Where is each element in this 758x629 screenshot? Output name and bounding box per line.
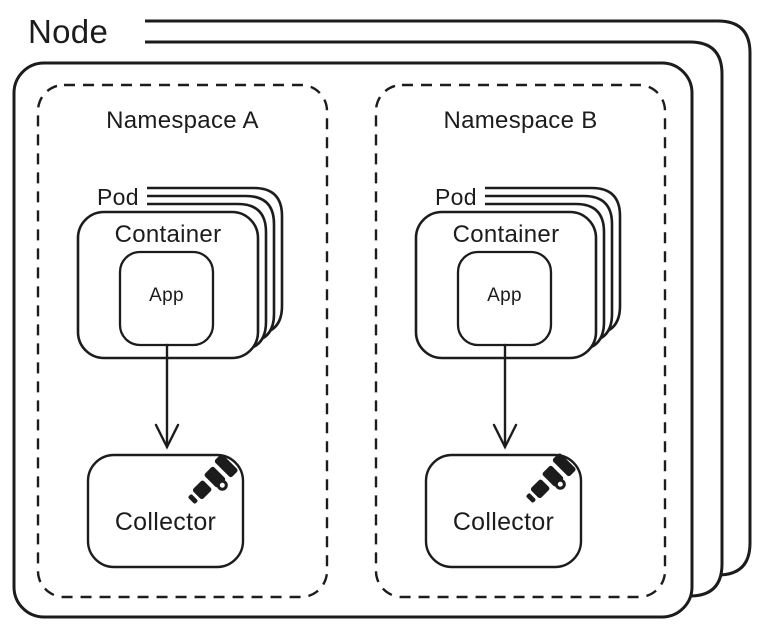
arrow-b: [492, 343, 518, 450]
node-label: Node: [28, 13, 109, 50]
collector-b-label: Collector: [452, 508, 555, 536]
namespace-b-box: [374, 83, 667, 599]
container-a-label: Container: [114, 221, 222, 248]
app-b-label: App: [487, 285, 522, 306]
app-a-label: App: [149, 285, 184, 306]
pod-a-label: Pod: [97, 184, 139, 210]
arrow-a: [154, 343, 180, 450]
container-b-label: Container: [452, 221, 560, 248]
namespace-b-label: Namespace B: [443, 107, 598, 134]
namespace-a-label: Namespace A: [106, 107, 259, 134]
collector-a-label: Collector: [114, 508, 217, 536]
pod-b-label: Pod: [435, 184, 477, 210]
namespace-a-box: [36, 83, 329, 599]
